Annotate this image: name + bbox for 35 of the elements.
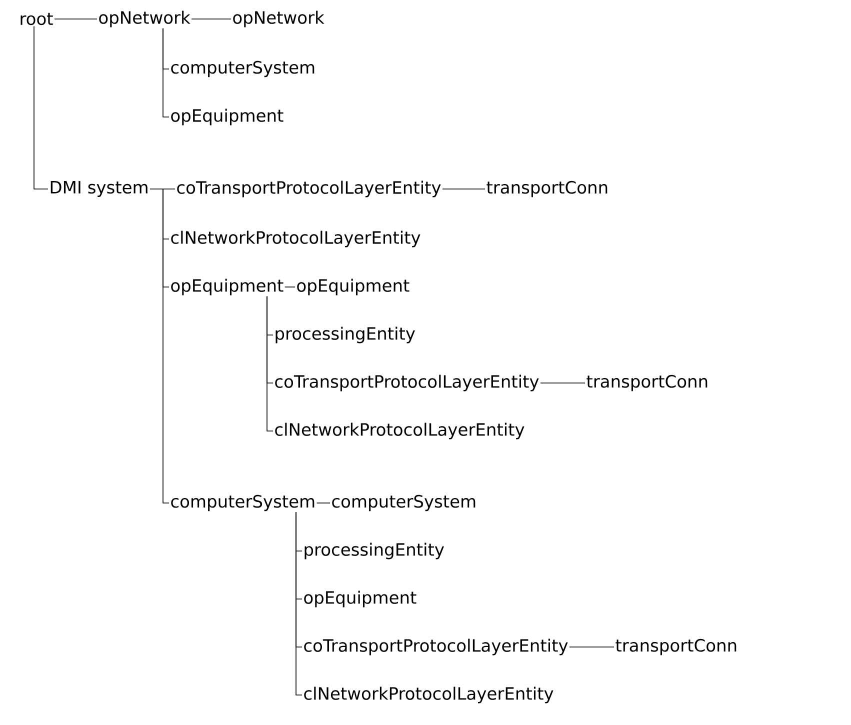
tree-connector xyxy=(540,382,586,384)
tree-label: opEquipment xyxy=(297,278,410,296)
tree-label: computerSystem xyxy=(332,494,476,512)
tree-connector xyxy=(284,286,296,288)
tree-label: opEquipment xyxy=(304,590,416,608)
tree-label: opEquipment xyxy=(171,278,284,296)
tree-connector xyxy=(150,188,176,190)
tree-label: processingEntity xyxy=(276,326,415,344)
tree-label: transportConn xyxy=(616,638,736,656)
tree-label: processingEntity xyxy=(304,542,444,560)
tree-label: coTransportProtocolLayerEntity xyxy=(177,180,441,198)
tree-label: coTransportProtocolLayerEntity xyxy=(275,374,539,392)
tree-label: clNetworkProtocolLayerEntity xyxy=(304,686,554,704)
tree-label: transportConn xyxy=(586,374,708,392)
tree-connector xyxy=(296,512,302,696)
tree-connector xyxy=(162,188,170,504)
tree-connector xyxy=(266,296,274,432)
tree-label: DMI system xyxy=(50,181,148,197)
tree-label: computerSystem xyxy=(171,494,314,512)
tree-connector xyxy=(191,18,232,20)
tree-connector xyxy=(162,28,170,118)
tree-label: opNetwork xyxy=(99,10,190,28)
tree-label: clNetworkProtocolLayerEntity xyxy=(171,230,420,248)
tree-label: opEquipment xyxy=(171,108,284,126)
tree-connector xyxy=(569,646,614,648)
tree-connector xyxy=(442,188,486,190)
tree-label: root xyxy=(20,12,53,26)
tree-label: computerSystem xyxy=(171,60,314,78)
tree-connector xyxy=(316,502,330,504)
tree-label: transportConn xyxy=(486,180,608,198)
tree-connector xyxy=(34,26,48,190)
tree-label: coTransportProtocolLayerEntity xyxy=(304,638,568,656)
tree-label: clNetworkProtocolLayerEntity xyxy=(275,422,524,440)
tree-label: opNetwork xyxy=(233,10,324,28)
tree-connector xyxy=(54,18,98,20)
